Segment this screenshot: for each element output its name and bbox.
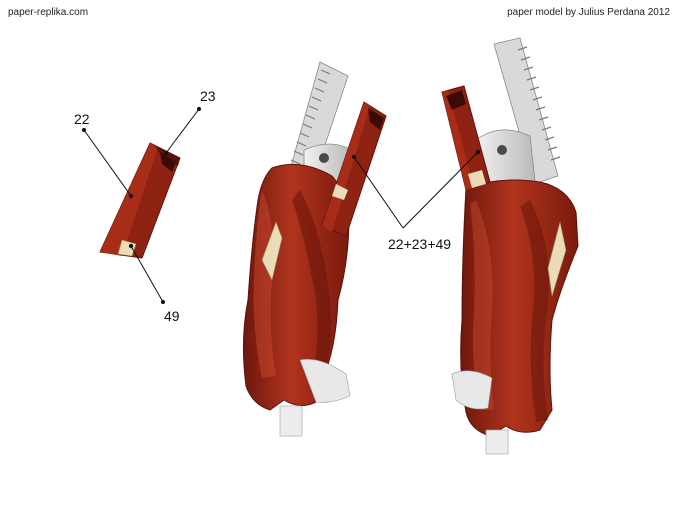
site-name: paper-replika.com — [8, 7, 89, 18]
part-22-23-49-piece — [99, 142, 181, 259]
label-part-22: 22 — [74, 111, 90, 127]
arm-assembly-right — [441, 37, 579, 455]
credit-text: paper model by Julius Perdana 2012 — [507, 7, 670, 18]
label-part-23: 23 — [200, 88, 216, 104]
leader-lines-assembly — [351, 149, 481, 229]
label-assembly: 22+23+49 — [388, 236, 452, 252]
arm-assembly-middle — [242, 61, 387, 437]
leader-lines-left — [81, 106, 202, 305]
label-part-49: 49 — [164, 308, 180, 324]
